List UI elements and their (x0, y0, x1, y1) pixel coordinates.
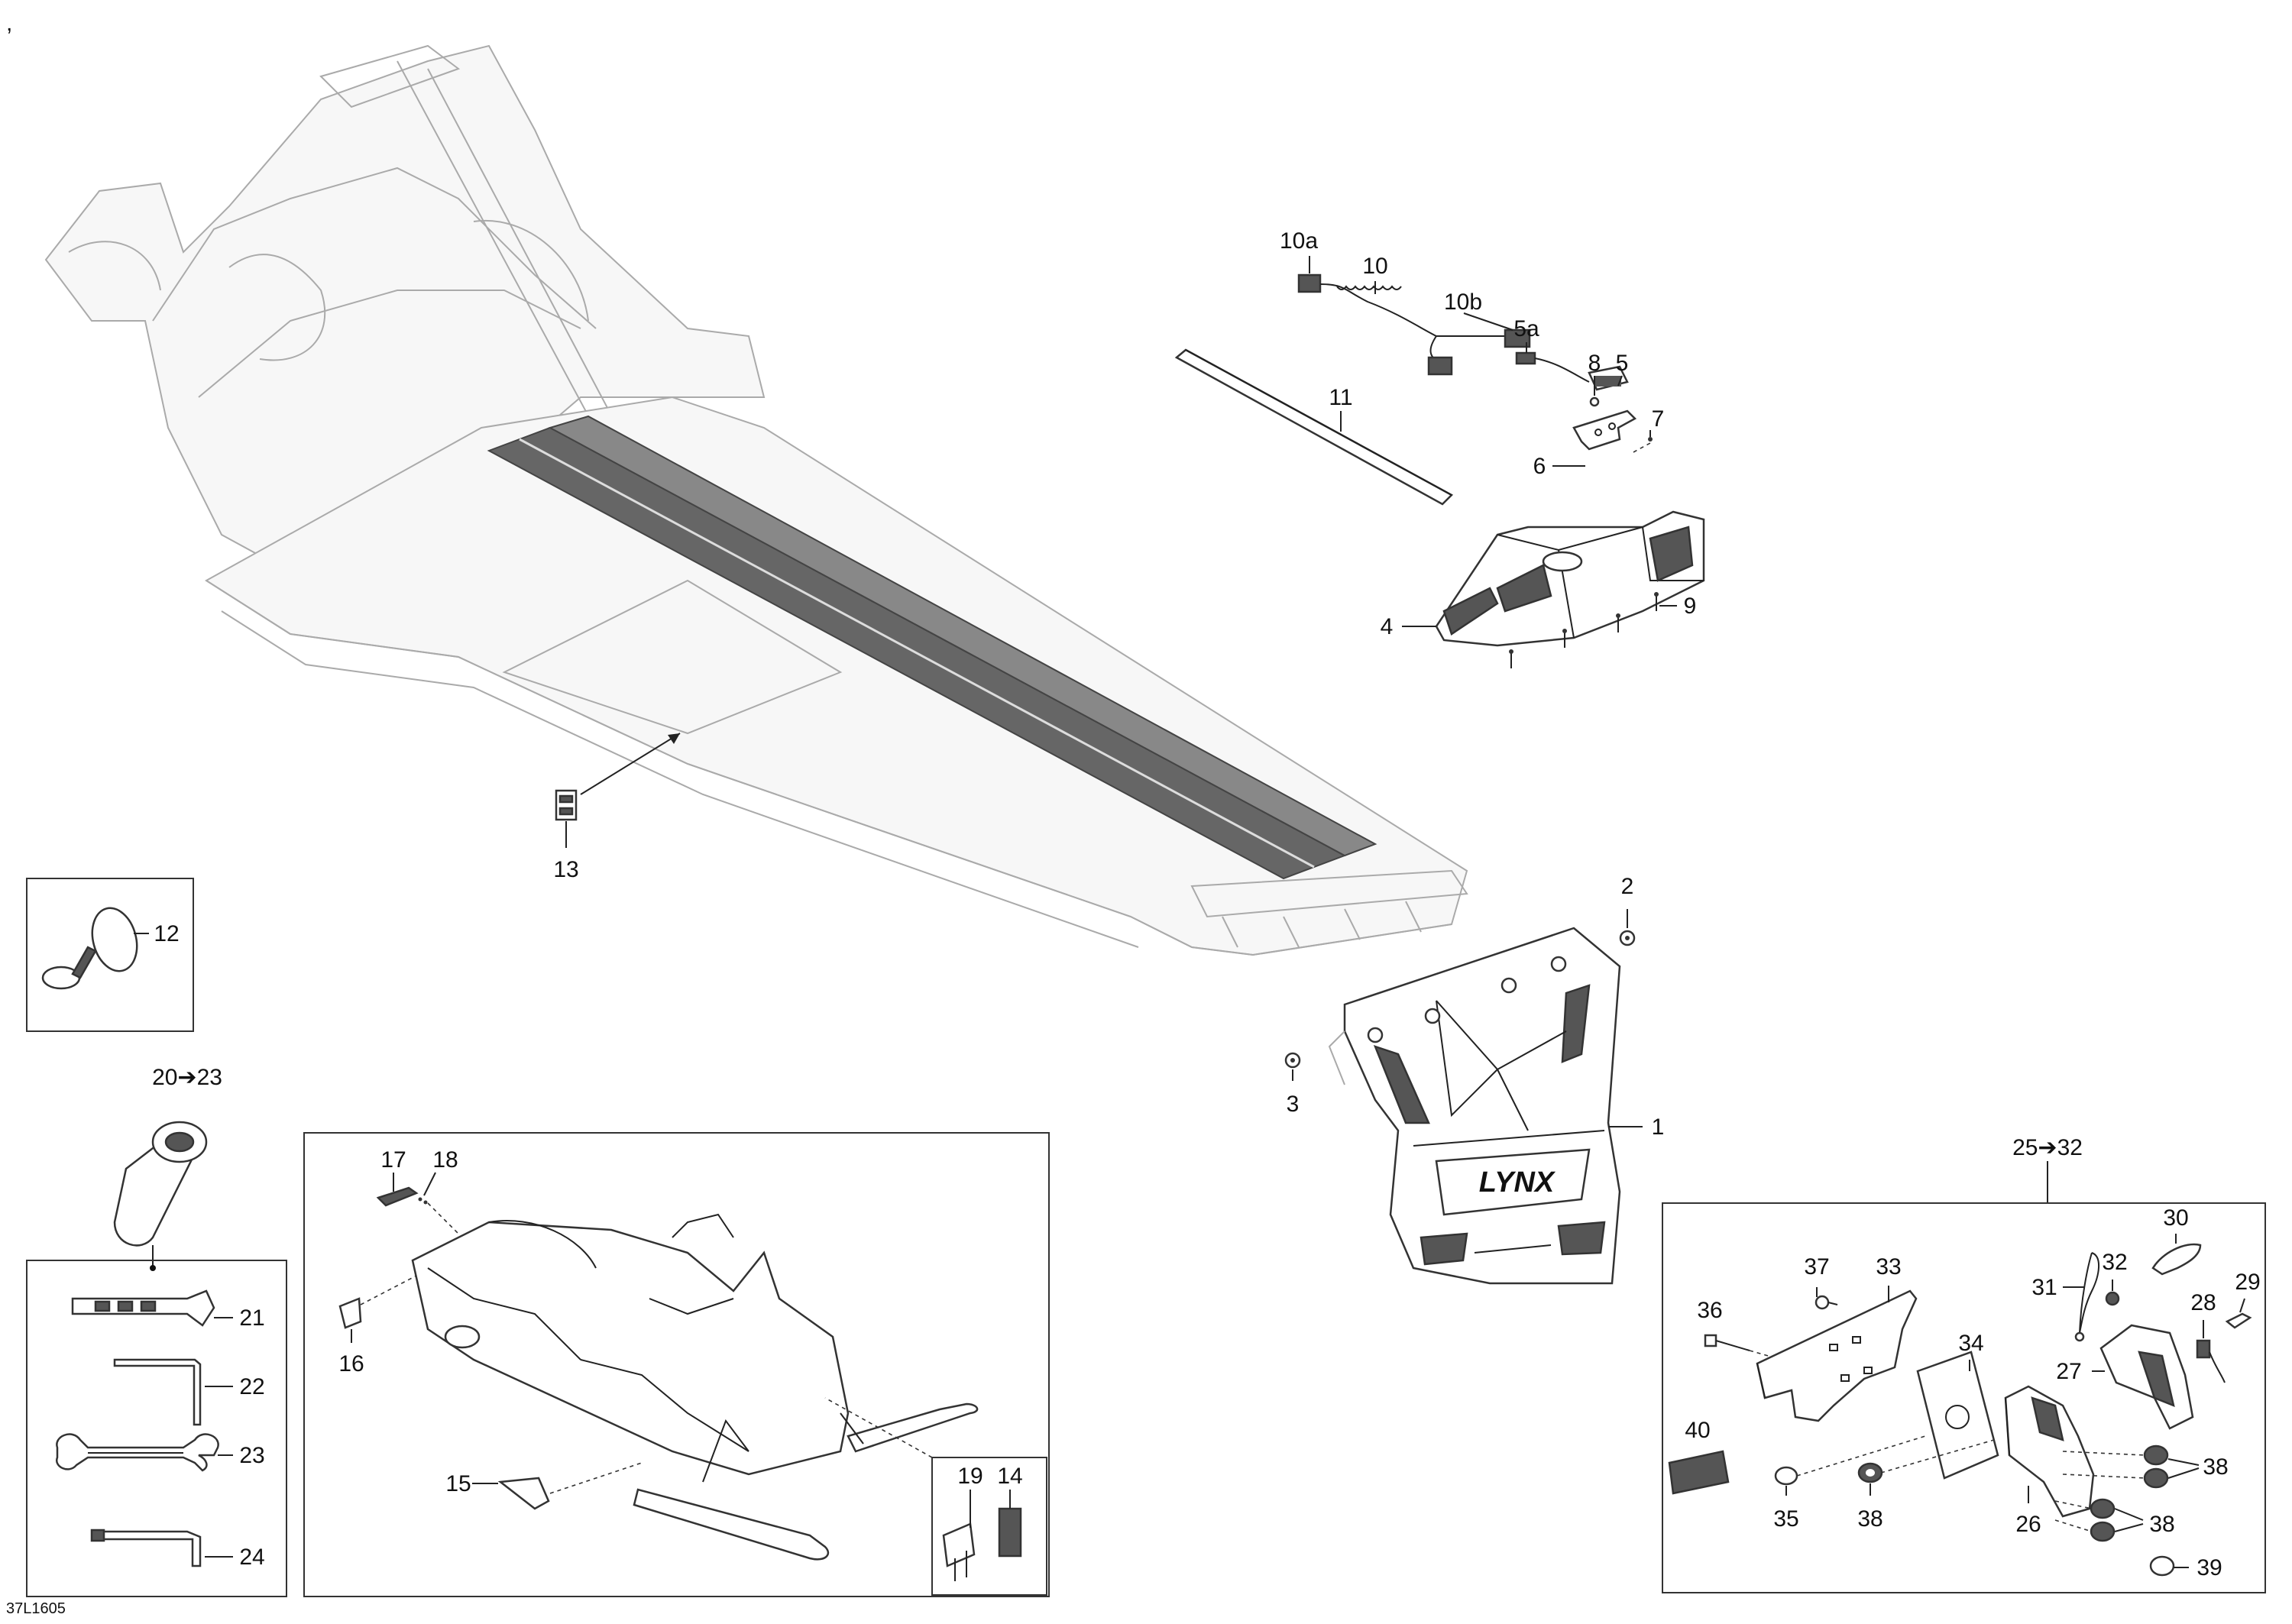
callout-28: 28 (2190, 1290, 2216, 1315)
callout-7: 7 (1652, 406, 1665, 432)
decal-inset-box (303, 1132, 1050, 1597)
callout-6: 6 (1533, 454, 1546, 479)
inset-box-12 (26, 878, 194, 1032)
plate-part-34 (1916, 1351, 1999, 1480)
callout-22: 22 (239, 1374, 264, 1399)
bracket-part-33 (1756, 1289, 1918, 1422)
clip-part-30 (2151, 1243, 2202, 1276)
cap-part-39 (2149, 1555, 2175, 1577)
clip-part-13 (555, 733, 681, 848)
callout-31: 31 (2031, 1275, 2057, 1300)
callout-10b: 10b (1444, 290, 1482, 315)
cable-part-31 (2074, 1252, 2099, 1342)
wrench-part-23 (55, 1433, 219, 1472)
spring-part-28 (2196, 1339, 2226, 1383)
callout-32: 32 (2102, 1250, 2127, 1275)
diagram-code: 37L1605 (6, 1600, 66, 1617)
callout-38-left: 38 (1857, 1506, 1882, 1532)
nuts-part-38-right (2090, 1444, 2169, 1542)
callout-26: 26 (2015, 1512, 2041, 1537)
callout-30: 30 (2163, 1205, 2188, 1231)
torx-key-part-24 (90, 1529, 202, 1567)
callout-37: 37 (1804, 1254, 1829, 1279)
callout-23: 23 (239, 1443, 264, 1468)
latch-part-27 (2099, 1324, 2194, 1430)
strip-part-11 (1174, 348, 1454, 506)
callout-12: 12 (154, 921, 179, 946)
spanner-part-21 (71, 1289, 215, 1327)
callout-35: 35 (1773, 1506, 1798, 1532)
callout-40: 40 (1685, 1418, 1710, 1443)
callout-27: 27 (2056, 1359, 2081, 1384)
callout-15: 15 (445, 1471, 471, 1496)
tail-light-part-5 (1515, 351, 1629, 407)
pad-part-40 (1668, 1450, 1730, 1495)
callout-10: 10 (1362, 254, 1387, 279)
decal-part-15 (497, 1477, 550, 1510)
decal-part-17-18 (376, 1186, 428, 1207)
washer-part-35 (1774, 1466, 1798, 1486)
callout-1: 1 (1652, 1114, 1665, 1140)
rear-housing-part-4 (1435, 510, 1705, 647)
screws-part-9 (1509, 592, 1659, 668)
decal-part-14 (998, 1507, 1022, 1558)
callout-17: 17 (380, 1147, 406, 1173)
nut-part-3 (1284, 1052, 1301, 1069)
callout-3: 3 (1287, 1092, 1300, 1117)
callout-29: 29 (2235, 1270, 2260, 1295)
callout-11: 11 (1329, 385, 1352, 410)
callout-19: 19 (957, 1464, 983, 1489)
decal-part-16 (338, 1297, 362, 1329)
callout-25-32: 25➔32 (2012, 1135, 2083, 1160)
callout-2: 2 (1621, 874, 1634, 899)
bolt-part-36 (1704, 1334, 1777, 1359)
hitch-body-part-26 (2004, 1385, 2095, 1518)
tool-kit-box (26, 1260, 287, 1597)
callout-21: 21 (239, 1305, 264, 1331)
callout-24: 24 (239, 1545, 264, 1570)
callout-9: 9 (1684, 594, 1697, 619)
callout-5: 5 (1616, 351, 1629, 376)
bolt-part-37 (1814, 1295, 1838, 1310)
callout-18: 18 (432, 1147, 458, 1173)
tool-case-part-20 (113, 1121, 208, 1247)
hex-key-part-22 (113, 1358, 202, 1426)
nut-part-32 (2105, 1291, 2120, 1306)
callout-10a: 10a (1280, 228, 1318, 254)
chassis-tunnel-illustration (44, 44, 1468, 956)
nut-part-38-left (1857, 1462, 1883, 1483)
hitch-kit-box (1662, 1202, 2266, 1593)
callout-8: 8 (1588, 351, 1601, 376)
pin-part-29 (2225, 1312, 2252, 1329)
mirror-part-12 (41, 907, 138, 990)
callout-36: 36 (1697, 1298, 1722, 1323)
callout-34: 34 (1958, 1331, 1983, 1356)
callout-14: 14 (997, 1464, 1022, 1489)
callout-5a: 5a (1513, 316, 1539, 341)
corner-mark: , (6, 11, 12, 36)
callout-38-right: 38 (2203, 1454, 2228, 1480)
inset-box-19-14 (931, 1457, 1047, 1596)
wiring-harness-part-10 (1297, 273, 1531, 376)
callout-4: 4 (1381, 614, 1394, 639)
callout-13: 13 (553, 857, 578, 882)
bracket-part-6 (1572, 409, 1653, 453)
decal-part-19 (942, 1522, 976, 1581)
callout-39: 39 (2196, 1555, 2222, 1580)
snowmobile-illustration (411, 1213, 979, 1561)
callout-38-bottom: 38 (2149, 1512, 2174, 1537)
nut-part-2 (1619, 930, 1636, 946)
callout-20-23: 20➔23 (152, 1065, 222, 1090)
snow-flap-part-1: LYNX (1328, 927, 1621, 1285)
callout-16: 16 (338, 1351, 364, 1377)
lynx-decal-text: LYNX (1479, 1166, 1556, 1199)
callout-33: 33 (1876, 1254, 1901, 1279)
